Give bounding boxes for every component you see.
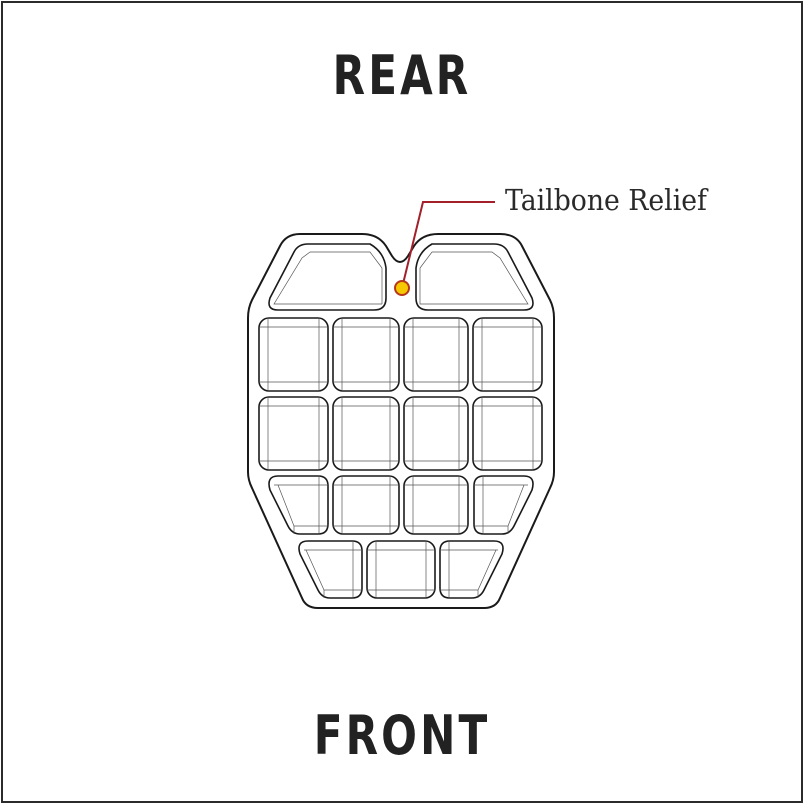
tailbone-relief-label: Tailbone Relief: [505, 183, 707, 217]
cushion-outline: [247, 233, 555, 609]
row-2: [258, 317, 543, 392]
tailbone-relief-marker-icon: [394, 280, 410, 296]
cushion-cells: [258, 243, 543, 599]
rear-label: REAR: [332, 44, 472, 107]
row-4: [268, 475, 534, 535]
row-3: [258, 396, 543, 471]
front-label: FRONT: [313, 704, 491, 767]
cell-r1-c1: [268, 243, 387, 311]
row-5: [298, 540, 504, 599]
cell-r1-c2: [415, 243, 534, 311]
callout-leader-line: [401, 201, 495, 289]
